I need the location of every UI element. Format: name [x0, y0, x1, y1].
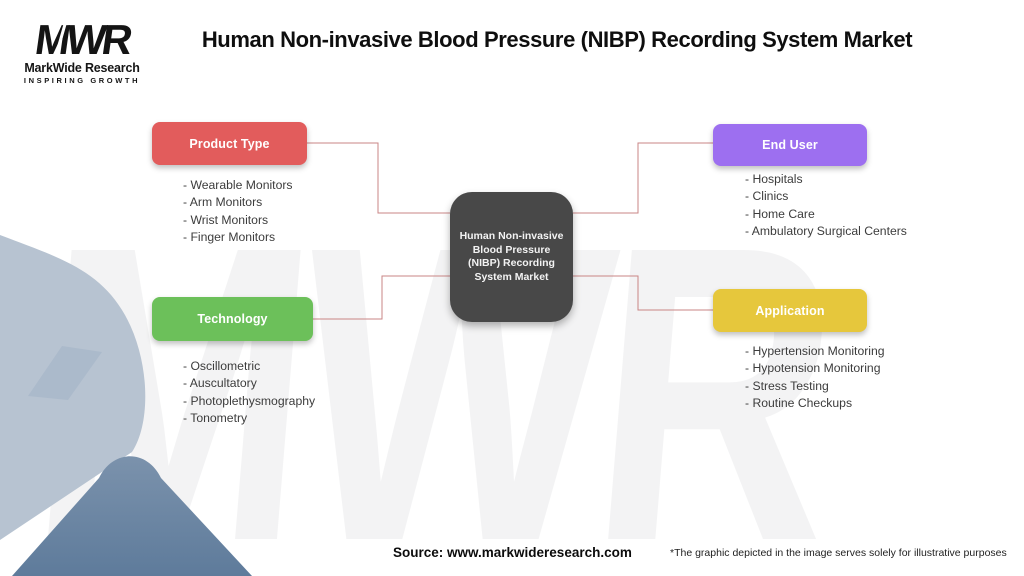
list-item: - Clinics	[745, 189, 789, 204]
logo-tagline: INSPIRING GROWTH	[23, 76, 141, 85]
list-item: - Hypertension Monitoring	[745, 344, 885, 358]
branch-label-application: Application	[755, 303, 825, 318]
list-item: - Ambulatory Surgical Centers	[745, 224, 907, 239]
list-item: - Finger Monitors	[183, 230, 276, 245]
branch-label-product-type: Product Type	[189, 136, 270, 151]
list-item: - Oscillometric	[183, 359, 261, 373]
corner-shape-dark	[12, 456, 252, 576]
markwide-logo: MWR MarkWide Research INSPIRING GROWTH	[22, 16, 142, 85]
branch-label-technology: Technology	[197, 312, 268, 326]
list-item: - Stress Testing	[745, 378, 829, 393]
branch-list-application: - Hypertension Monitoring - Hypotension M…	[745, 343, 885, 413]
connector-application	[573, 275, 713, 311]
branch-label-end-user: End User	[762, 138, 818, 152]
list-item: - Photoplethysmography	[183, 393, 316, 408]
branch-list-product-type: - Wearable Monitors - Arm Monitors - Wrist…	[183, 177, 293, 247]
list-item: - Wrist Monitors	[183, 212, 269, 227]
corner-shape-light	[0, 235, 146, 540]
branch-box-application: Application	[713, 289, 867, 332]
source-note: Source: www.markwideresearch.com	[393, 545, 632, 560]
branch-box-technology: Technology	[152, 297, 313, 341]
logo-mark-mwr: MWR	[32, 16, 132, 63]
branch-list-technology: - Oscillometric - Auscultatory - Photoplet…	[183, 358, 315, 428]
branch-box-end-user: End User	[713, 124, 867, 166]
list-item: - Arm Monitors	[183, 195, 263, 210]
background-watermark-text: MWR	[18, 160, 843, 576]
connector-product-type	[307, 142, 450, 214]
central-node-line: (NIBP) Recording	[468, 257, 555, 269]
list-item: - Wearable Monitors	[183, 178, 293, 192]
list-item: - Routine Checkups	[745, 396, 853, 411]
branch-box-product-type: Product Type	[152, 122, 307, 165]
list-item: - Home Care	[745, 206, 815, 221]
branch-list-end-user: - Hospitals - Clinics - Home Care - Ambulat…	[745, 171, 907, 241]
connector-technology	[313, 275, 450, 320]
disclaimer-note: *The graphic depicted in the image serve…	[670, 547, 1007, 559]
central-node-line: Human Non-invasive	[459, 230, 564, 242]
list-item: - Hypotension Monitoring	[745, 361, 881, 376]
list-item: - Auscultatory	[183, 376, 257, 391]
page-title: Human Non-invasive Blood Pressure (NIBP)…	[201, 27, 913, 52]
central-node-line: System Market	[474, 270, 549, 283]
connector-end-user	[573, 142, 713, 214]
list-item: - Hospitals	[745, 172, 803, 186]
logo-company-name: MarkWide Research	[24, 61, 140, 75]
central-node-line: Blood Pressure	[472, 243, 551, 256]
corner-shape-light-accent	[28, 346, 102, 400]
list-item: - Tonometry	[183, 411, 248, 426]
